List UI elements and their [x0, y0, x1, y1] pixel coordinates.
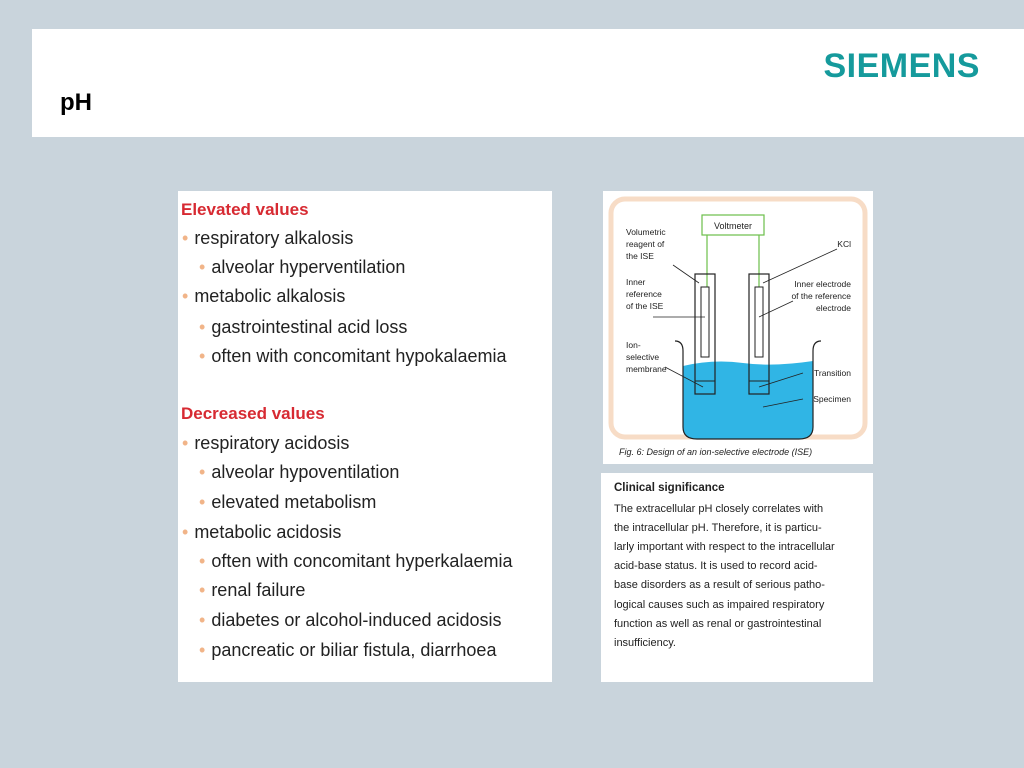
list-item: •gastrointestinal acid loss	[199, 317, 408, 337]
list-item: •alveolar hyperventilation	[199, 257, 406, 277]
values-panel: Elevated values •respiratory alkalosis •…	[178, 191, 552, 682]
label-kcl: KCl	[837, 239, 851, 249]
list-item: •diabetes or alcohol-induced acidosis	[199, 610, 502, 630]
beaker	[674, 340, 822, 440]
list-item: •respiratory alkalosis	[182, 228, 354, 248]
label-inner-electrode-2: of the reference	[791, 291, 851, 301]
clinical-line: logical causes such as impaired respirat…	[614, 599, 825, 611]
list-item: •often with concomitant hypokalaemia	[199, 346, 507, 366]
decreased-heading: Decreased values	[181, 404, 325, 423]
label-volumetric-1: Volumetric	[626, 227, 666, 237]
siemens-logo: SIEMENS	[823, 47, 980, 85]
label-inner-ref-2: reference	[626, 289, 662, 299]
voltmeter-box	[701, 214, 765, 236]
label-ion-3: membrane	[626, 364, 667, 374]
clinical-line: acid-base status. It is used to record a…	[614, 560, 818, 572]
voltmeter-label: Voltmeter	[714, 221, 752, 231]
ise-diagram-panel: Voltmeter Volumetric reagent of the ISE …	[603, 191, 873, 464]
label-specimen: Specimen	[813, 394, 851, 404]
list-item: •metabolic alkalosis	[182, 286, 346, 306]
ise-electrode	[694, 273, 716, 395]
label-ion-1: Ion-	[626, 340, 641, 350]
list-item: •often with concomitant hyperkalaemia	[199, 551, 513, 571]
ise-inner-reference	[700, 286, 710, 358]
clinical-line: function as well as renal or gastrointes…	[614, 618, 822, 630]
list-item: •metabolic acidosis	[182, 522, 342, 542]
label-inner-electrode-1: Inner electrode	[794, 279, 851, 289]
list-item: •respiratory acidosis	[182, 433, 350, 453]
clinical-line: the intracellular pH. Therefore, it is p…	[614, 522, 822, 534]
label-inner-ref-3: of the ISE	[626, 301, 664, 311]
figure-caption: Fig. 6: Design of an ion-selective elect…	[619, 447, 813, 457]
label-ion-2: selective	[626, 352, 659, 362]
list-item: •elevated metabolism	[199, 492, 377, 512]
reference-electrode	[748, 273, 770, 395]
label-inner-ref-1: Inner	[626, 277, 646, 287]
clinical-heading: Clinical significance	[614, 482, 725, 494]
clinical-line: larly important with respect to the intr…	[614, 541, 835, 553]
clinical-line: insufficiency.	[614, 637, 676, 649]
label-transition: Transition	[814, 368, 851, 378]
label-inner-electrode-3: electrode	[816, 303, 851, 313]
label-volumetric-3: the ISE	[626, 251, 654, 261]
clinical-line: The extracellular pH closely correlates …	[614, 503, 824, 515]
list-item: •pancreatic or biliar fistula, diarrhoea	[199, 640, 497, 660]
pointer-lines	[653, 248, 838, 408]
ise-diagram: Voltmeter Volumetric reagent of the ISE …	[608, 196, 868, 440]
list-item: •renal failure	[199, 580, 306, 600]
clinical-panel: Clinical significance The extracellular …	[601, 473, 873, 682]
reference-inner-electrode	[754, 286, 764, 358]
specimen-liquid	[683, 361, 813, 439]
list-item: •alveolar hypoventilation	[199, 462, 400, 482]
slide-header: pH SIEMENS	[32, 29, 1024, 137]
label-volumetric-2: reagent of	[626, 239, 665, 249]
slide-title: pH	[60, 89, 92, 116]
clinical-line: base disorders as a result of serious pa…	[614, 579, 825, 591]
elevated-heading: Elevated values	[181, 200, 309, 219]
